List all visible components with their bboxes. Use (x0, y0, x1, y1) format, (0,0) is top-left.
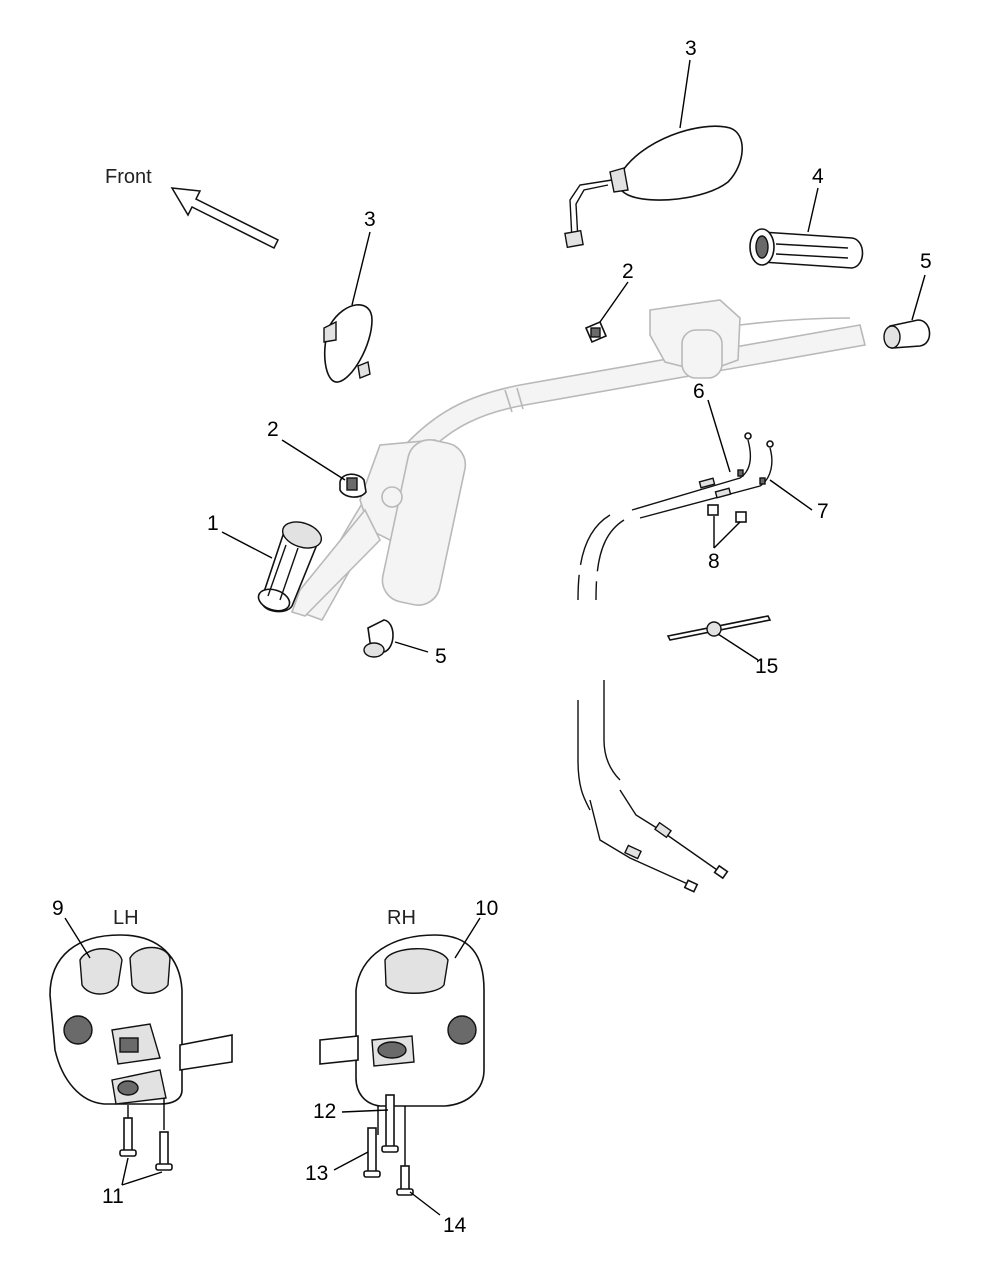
front-arrow-icon (170, 187, 280, 250)
mirror-right (564, 125, 743, 249)
callout-mirror-left: 3 (364, 208, 376, 231)
callout-end-weight-right: 5 (920, 250, 932, 273)
callout-cable-6: 6 (693, 380, 705, 403)
callout-end-weight-left: 5 (435, 645, 447, 668)
cable-tie (666, 615, 772, 641)
grip-left (257, 521, 323, 613)
callout-switch-lh: 9 (52, 897, 64, 920)
callout-clamp-right: 2 (622, 260, 634, 283)
callout-cable-clips: 8 (708, 550, 720, 573)
callout-screw-13: 13 (305, 1162, 328, 1185)
callout-clamp-left: 2 (267, 418, 279, 441)
callout-grip-right: 4 (812, 165, 824, 188)
clamp-right (584, 320, 608, 344)
clamp-left (339, 473, 367, 498)
callout-mirror-right: 3 (685, 37, 697, 60)
throttle-cables (577, 432, 774, 893)
callout-screw-12: 12 (313, 1100, 336, 1123)
handlebar-ghost (290, 299, 866, 621)
switch-housing-lh (49, 934, 233, 1105)
callout-screws-lh: 11 (102, 1185, 124, 1208)
screws-rh (363, 1094, 414, 1196)
front-label: Front (105, 166, 152, 188)
caption-rh: RH (387, 907, 416, 929)
callout-screw-14: 14 (443, 1214, 467, 1237)
end-weight-left (363, 619, 394, 658)
callout-switch-rh: 10 (475, 897, 498, 920)
callout-cable-tie: 15 (755, 655, 778, 678)
end-weight-right (883, 319, 931, 349)
screws-lh (119, 1098, 173, 1171)
callout-grip-left: 1 (207, 512, 219, 535)
front-arrow: Front (105, 166, 280, 250)
grip-right (749, 228, 864, 269)
callout-cable-7: 7 (817, 500, 829, 523)
mirror-left (323, 304, 373, 383)
switch-housing-rh (319, 934, 485, 1107)
caption-lh: LH (113, 907, 139, 929)
cable-clips (707, 504, 747, 523)
